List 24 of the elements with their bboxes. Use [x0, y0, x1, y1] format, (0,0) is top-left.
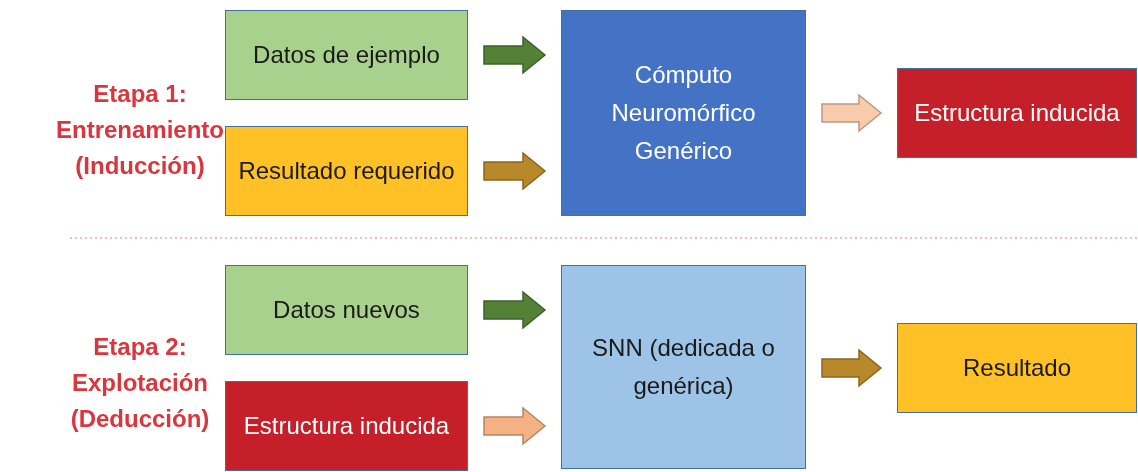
process-box	[225, 10, 468, 100]
process-box	[225, 126, 468, 216]
box-label: Resultado	[961, 353, 1073, 383]
box-label: Estructura inducida	[242, 411, 451, 441]
process-box	[897, 323, 1137, 413]
block-arrow	[483, 151, 547, 191]
process-box	[561, 10, 806, 216]
block-arrow	[483, 290, 547, 330]
process-box	[225, 265, 468, 355]
box-label: Estructura inducida	[913, 98, 1121, 128]
block-arrow	[821, 93, 883, 133]
stage-label: Etapa 1: Entrenamiento (Inducción)	[55, 79, 225, 181]
process-box	[561, 265, 806, 469]
box-label: Datos nuevos	[272, 295, 421, 325]
box-label: Cómputo Neuromórfico Genérico	[610, 60, 757, 166]
box-label: SNN (dedicada o genérica)	[591, 333, 776, 401]
process-box	[897, 68, 1137, 158]
box-label: Resultado requerido	[237, 156, 456, 186]
block-arrow	[821, 348, 883, 388]
box-label: Datos de ejemplo	[252, 40, 441, 70]
block-arrow	[483, 406, 547, 446]
stage-label: Etapa 2: Explotación (Deducción)	[69, 332, 211, 434]
process-box	[225, 381, 468, 471]
block-arrow	[483, 35, 547, 75]
